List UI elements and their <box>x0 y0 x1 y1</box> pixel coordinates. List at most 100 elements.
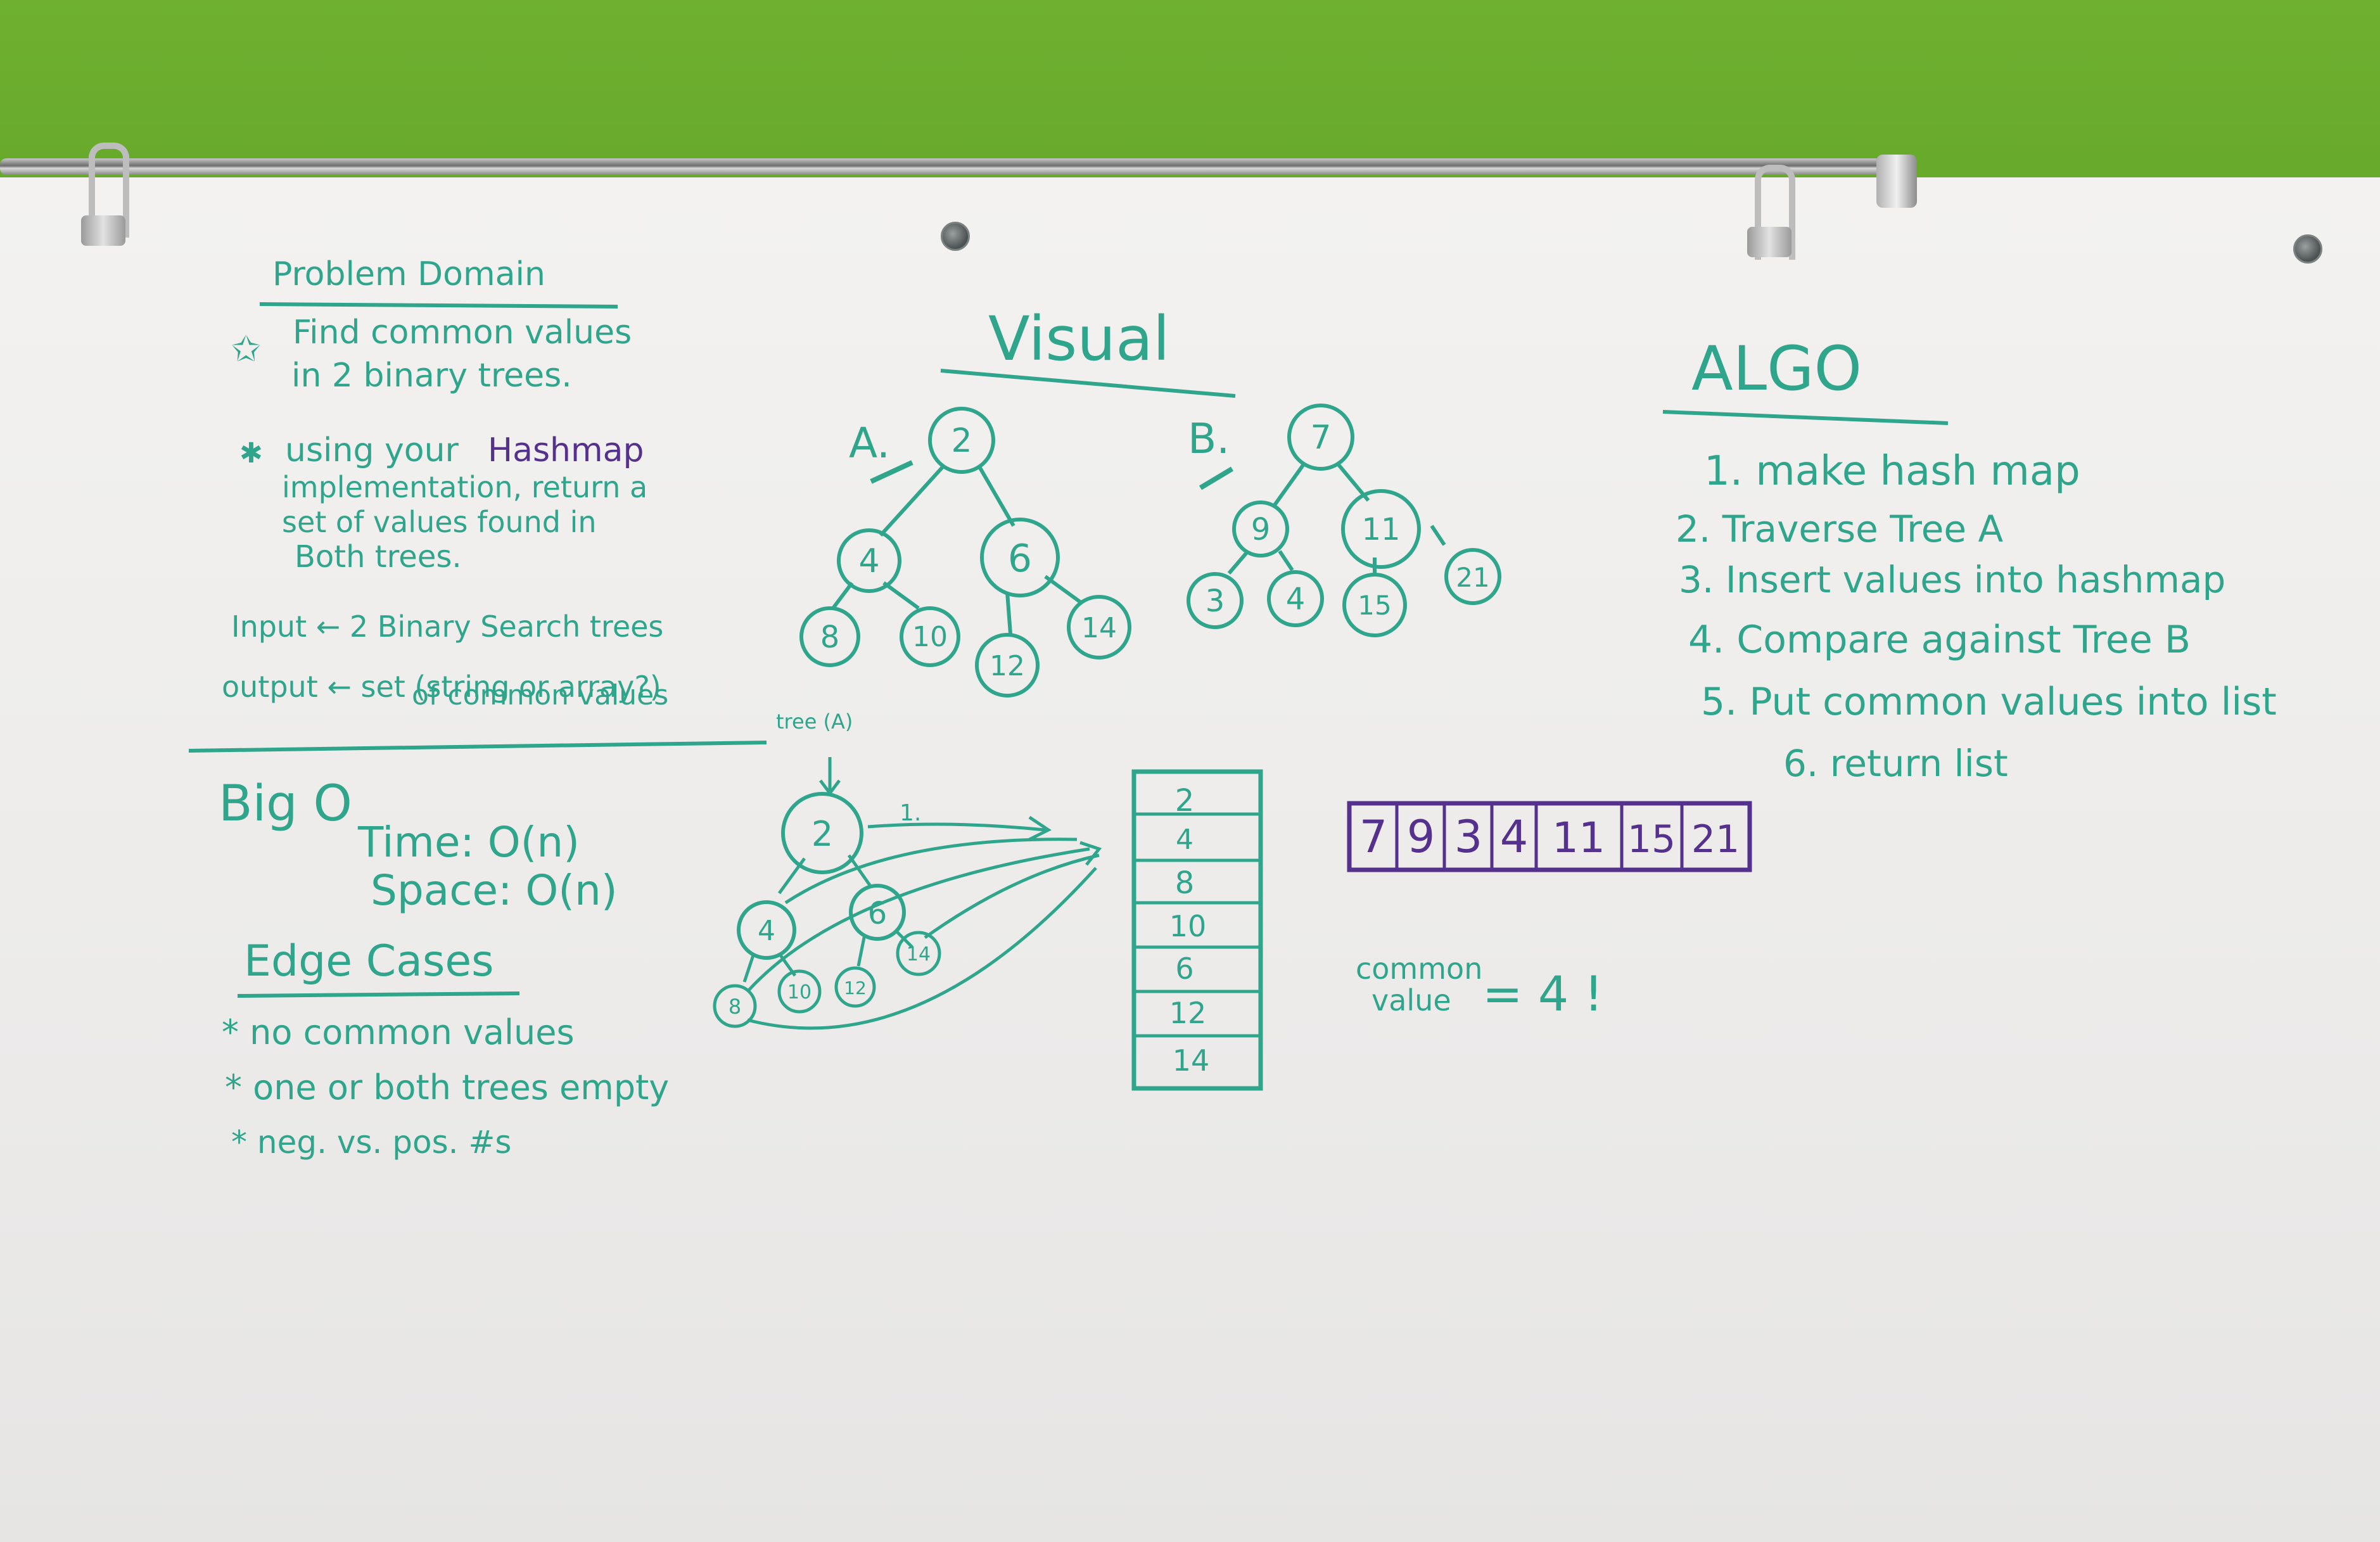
traversal-node: 4 <box>737 900 796 960</box>
board-screw <box>941 222 970 251</box>
tree-b-node: 9 <box>1232 500 1289 558</box>
tree-b-array-cell: 11 <box>1552 813 1605 862</box>
output-line-2: of common values <box>412 679 668 711</box>
svg-text:4: 4 <box>1286 582 1306 617</box>
left-hook-clip <box>81 215 125 246</box>
traversal-node: 10 <box>777 969 822 1014</box>
svg-text:4: 4 <box>758 915 775 947</box>
goal-line-1: Find common values <box>293 314 632 352</box>
algo-step: 4. Compare against Tree B <box>1688 618 2191 662</box>
svg-text:2: 2 <box>811 814 833 854</box>
tree-b-node: 11 <box>1341 489 1421 569</box>
common-label-2: value <box>1371 983 1451 1017</box>
traversal-label: tree (A) <box>776 710 853 734</box>
algo-step: 2. Traverse Tree A <box>1676 507 2004 551</box>
right-hook-clip <box>1747 227 1791 257</box>
tree-a-node: 2 <box>928 407 995 474</box>
svg-text:11: 11 <box>1361 512 1400 547</box>
tree-b-array-cell: 15 <box>1627 817 1676 862</box>
time-complexity: Time: O(n) <box>357 818 580 867</box>
tree-b-node: 3 <box>1187 572 1244 629</box>
svg-text:12: 12 <box>844 978 867 998</box>
svg-text:2: 2 <box>951 422 972 460</box>
goal-line-2: in 2 binary trees. <box>291 357 572 395</box>
hashmap-line-3: set of values found in <box>282 505 597 539</box>
tree-a-nodes: 2 4 6 8 10 12 14 <box>799 407 1131 698</box>
tree-a-label-underline <box>870 460 913 484</box>
visual-underline <box>940 369 1236 398</box>
tree-a-node: 4 <box>837 528 901 593</box>
tree-b-label: B. <box>1188 414 1230 463</box>
traversal-arrows <box>746 815 1102 1030</box>
rail-end-cap <box>1876 155 1917 208</box>
svg-text:15: 15 <box>1358 590 1391 621</box>
star-bullet: ✩ <box>231 329 261 370</box>
visual-title: Visual <box>988 303 1170 374</box>
svg-text:9: 9 <box>1251 512 1271 547</box>
svg-text:8: 8 <box>729 995 741 1019</box>
tree-b-label-underline <box>1199 466 1234 490</box>
algo-underline <box>1662 410 1949 425</box>
tree-b-node: 21 <box>1444 548 1501 605</box>
hashmap-line-1: using your <box>285 431 459 469</box>
right-hook <box>1755 165 1795 260</box>
edge-case-item: * neg. vs. pos. #s <box>231 1124 511 1161</box>
section-divider <box>188 741 767 753</box>
hashmap-line-2: implementation, return a <box>282 470 647 504</box>
algo-step: 3. Insert values into hashmap <box>1679 558 2225 601</box>
tree-b-array-cell: 3 <box>1454 811 1483 863</box>
tree-b-node: 15 <box>1342 573 1407 637</box>
algo-title: ALGO <box>1691 333 1862 404</box>
hashmap-cell: 2 <box>1175 783 1195 819</box>
traversal-node: 14 <box>896 931 941 976</box>
svg-text:4: 4 <box>858 542 879 580</box>
star-bullet: ✱ <box>239 437 263 469</box>
title-underline <box>259 302 618 309</box>
edge-cases-underline <box>237 991 520 998</box>
svg-text:8: 8 <box>820 620 840 655</box>
input-line: Input ← 2 Binary Search trees <box>231 609 663 644</box>
tree-a-node: 14 <box>1067 595 1131 659</box>
big-o-title: Big O <box>219 775 352 832</box>
svg-text:3: 3 <box>1206 583 1225 619</box>
tree-b-array: 7 9 3 4 11 15 21 <box>1347 801 1752 872</box>
tree-a-node: 6 <box>980 518 1060 597</box>
edge-case-item: * no common values <box>222 1012 575 1052</box>
board-screw <box>2293 234 2322 264</box>
tree-b-nodes: 7 9 11 3 4 15 21 <box>1187 404 1501 637</box>
tree-b-node: 7 <box>1287 404 1354 471</box>
hashmap-cell: 6 <box>1175 952 1193 986</box>
hashmap-line-4: Both trees. <box>295 539 462 575</box>
svg-text:6: 6 <box>1008 537 1032 581</box>
space-complexity: Space: O(n) <box>371 866 618 915</box>
left-hook <box>89 143 129 238</box>
edge-cases-title: Edge Cases <box>244 936 494 986</box>
hashmap-column: 2 4 8 10 6 12 14 <box>1131 769 1263 1091</box>
traversal-node: 8 <box>713 984 757 1028</box>
svg-text:12: 12 <box>990 650 1025 682</box>
svg-text:21: 21 <box>1456 562 1489 593</box>
algo-step: 1. make hash map <box>1704 448 2080 495</box>
hashmap-cell: 14 <box>1173 1043 1210 1078</box>
traversal-node: 12 <box>834 966 876 1008</box>
svg-text:14: 14 <box>907 943 931 965</box>
traversal-node: 2 <box>781 792 863 874</box>
tree-a-label: A. <box>849 419 890 468</box>
tree-b-edges <box>1227 461 1446 575</box>
common-result: = 4 ! <box>1482 965 1603 1022</box>
tree-b-array-cell: 21 <box>1691 817 1740 862</box>
common-label-1: common <box>1356 952 1482 986</box>
algo-step: 6. return list <box>1783 742 2008 785</box>
output-line-1: output ← set (string or array?) <box>222 670 661 704</box>
hashmap-cell: 10 <box>1169 909 1207 943</box>
tree-a-node: 10 <box>900 606 960 667</box>
edge-case-item: * one or both trees empty <box>225 1067 669 1107</box>
tree-a-node: 12 <box>975 633 1040 698</box>
algo-step: 5. Put common values into list <box>1701 680 2277 724</box>
hashmap-word: Hashmap <box>488 431 644 469</box>
tree-b-array-cell: 9 <box>1407 811 1435 863</box>
tree-b-array-cell: 7 <box>1359 811 1388 863</box>
tree-b-array-cell: 4 <box>1500 811 1529 863</box>
hanging-rail <box>0 158 1907 175</box>
svg-text:14: 14 <box>1081 612 1117 644</box>
